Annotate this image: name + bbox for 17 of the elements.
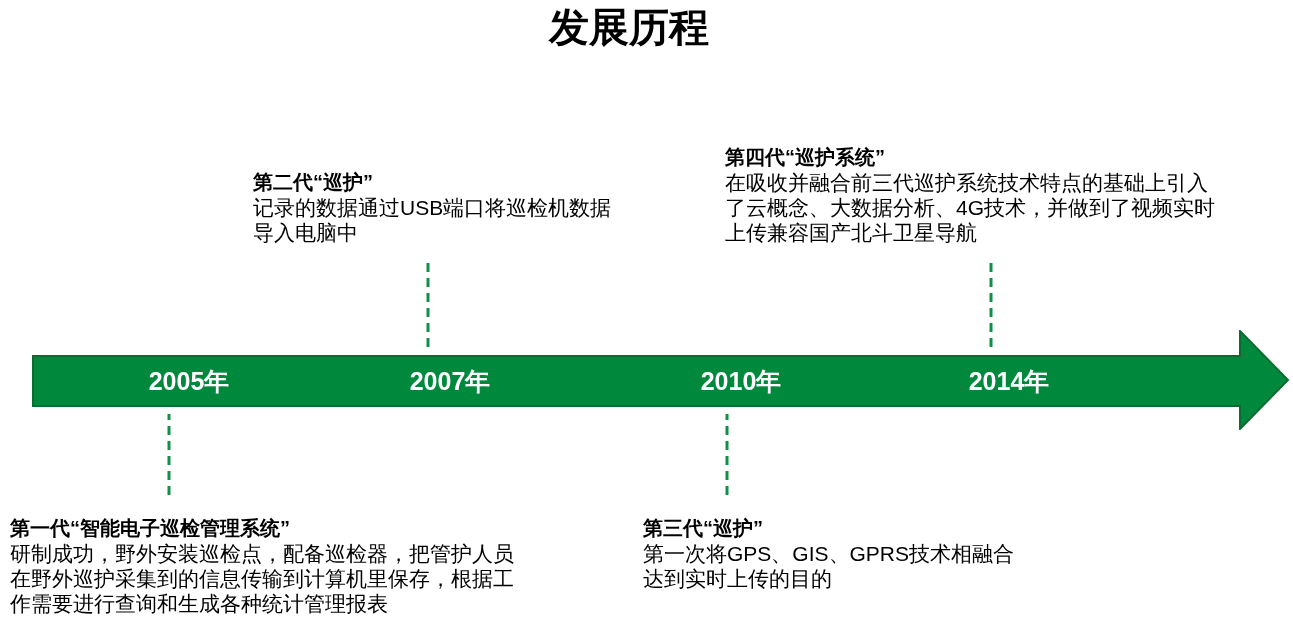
page-title: 发展历程 — [549, 4, 709, 51]
leader-line — [989, 263, 993, 348]
leader-line — [167, 414, 171, 495]
leader-line — [725, 414, 729, 495]
year-label: 2010年 — [700, 366, 782, 396]
generation-heading: 第二代“巡护” — [253, 170, 374, 195]
description-text: 在吸收并融合前三代巡护系统技术特点的基础上引入了云概念、大数据分析、4G技术，并做到了视频实时上传兼容国产北斗卫星导航 — [725, 170, 1216, 245]
description-text: 记录的数据通过USB端口将巡检机数据导入电脑中 — [253, 195, 613, 245]
year-label: 2005年 — [148, 366, 230, 396]
generation-heading: 第三代“巡护” — [643, 516, 764, 541]
leader-line — [426, 263, 430, 348]
generation-heading: 第一代“智能电子巡检管理系统” — [10, 516, 291, 541]
description-text: 研制成功，野外安装巡检点，配备巡检器，把管护人员在野外巡护采集到的信息传输到计算机里保存，根据工作需要进行查询和生成各种统计管理报表 — [10, 541, 515, 616]
year-label: 2014年 — [968, 366, 1050, 396]
description-text: 第一次将GPS、GIS、GPRS技术相融合达到实时上传的目的 — [643, 541, 1016, 591]
year-label: 2007年 — [409, 366, 491, 396]
generation-heading: 第四代“巡护系统” — [725, 145, 886, 170]
